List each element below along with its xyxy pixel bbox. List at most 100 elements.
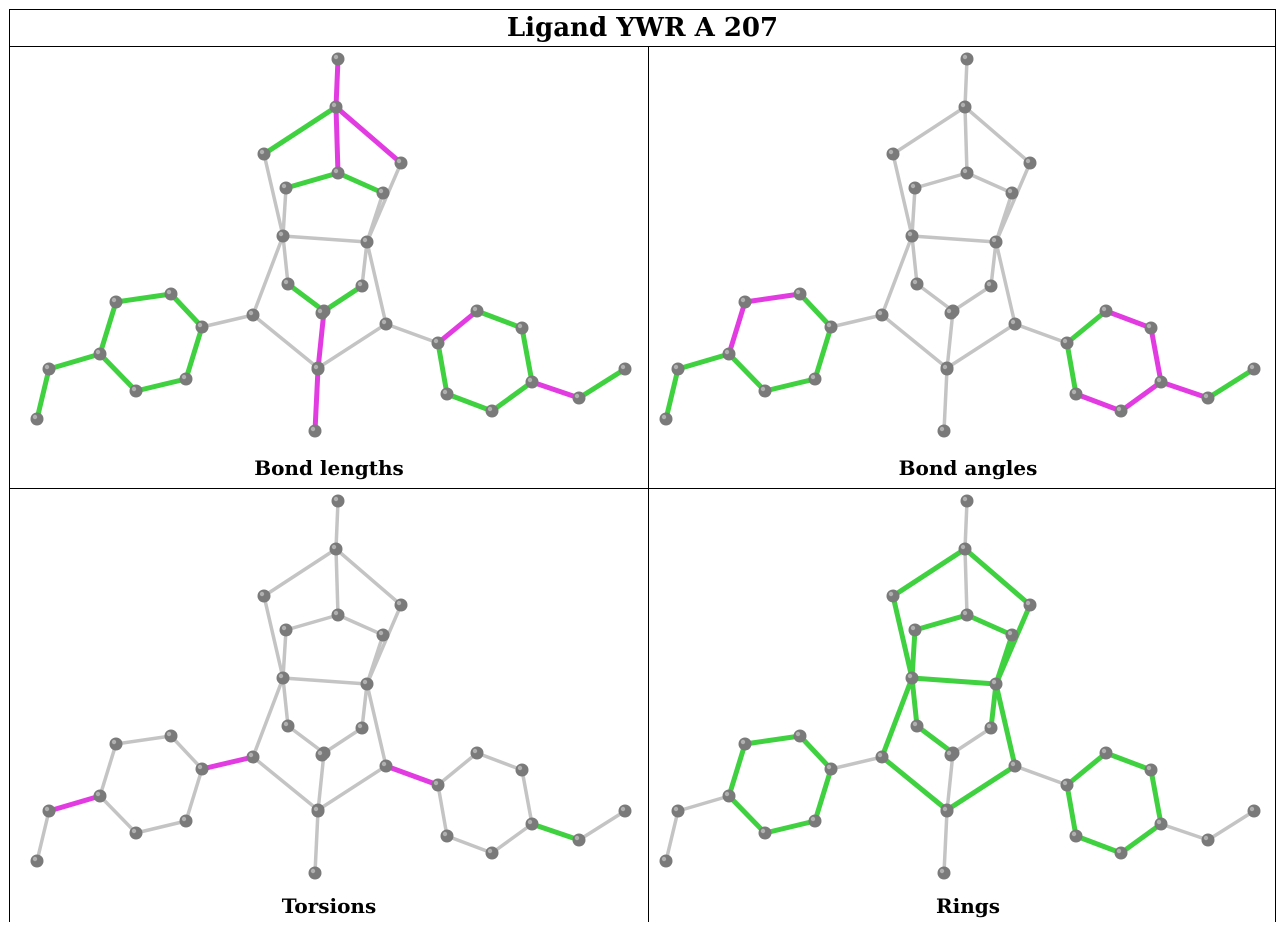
atom-h	[276, 671, 290, 685]
atom-r5	[485, 404, 499, 418]
atom-highlight	[877, 752, 883, 758]
atom-highlight	[1116, 848, 1122, 854]
bond-g-i	[365, 191, 385, 244]
atom-highlight	[991, 679, 997, 685]
bond-l6-l1	[812, 324, 834, 382]
atom-highlight	[810, 816, 816, 822]
atom-highlight	[1025, 158, 1031, 164]
atom-highlight	[527, 819, 533, 825]
atom-highlight	[962, 496, 968, 502]
atom-l2	[164, 729, 178, 743]
atom-highlight	[620, 364, 626, 370]
column-divider	[648, 46, 649, 922]
atom-highlight	[1203, 835, 1209, 841]
bond-i-n	[365, 240, 388, 326]
bond-e-g	[336, 613, 385, 637]
atom-g	[376, 186, 390, 200]
bond-b-c	[262, 547, 338, 598]
atom-highlight	[331, 102, 337, 108]
atom-le2	[30, 412, 44, 426]
atom-highlight	[396, 158, 402, 164]
bond-le1-le2	[35, 809, 51, 863]
atom-c	[886, 589, 900, 603]
atom-highlight	[1062, 780, 1068, 786]
atom-l3	[109, 295, 123, 309]
bond-f-h	[281, 628, 288, 680]
bond-l3-l4	[726, 741, 748, 799]
atom-l1	[195, 320, 209, 334]
atom-re1	[1201, 833, 1215, 847]
atom-l4	[722, 789, 736, 803]
atom-r2	[1099, 304, 1113, 318]
atom-highlight	[826, 764, 832, 770]
atom-f	[908, 181, 922, 195]
atom-highlight	[960, 544, 966, 550]
atom-highlight	[278, 231, 284, 237]
atom-highlight	[362, 679, 368, 685]
bond-g-i	[994, 191, 1014, 244]
atom-highlight	[333, 168, 339, 174]
atom-highlight	[381, 761, 387, 767]
atom-highlight	[1146, 323, 1152, 329]
bond-l3-l4	[98, 742, 118, 798]
atom-highlight	[472, 306, 478, 312]
atom-e	[960, 608, 974, 622]
atom-highlight	[962, 168, 968, 174]
atom-highlight	[166, 731, 172, 737]
bond-m-b	[334, 499, 340, 551]
atom-l6	[179, 372, 193, 386]
bond-re1-re2	[1205, 366, 1257, 401]
bond-k-p	[880, 313, 949, 370]
atom-b	[958, 100, 972, 114]
atom-r1	[1060, 778, 1074, 792]
atom-m	[331, 494, 345, 508]
bond-m-b	[963, 57, 969, 109]
atom-highlight	[810, 374, 816, 380]
bond-b-e	[334, 547, 340, 617]
bond-q-i	[360, 240, 369, 288]
atom-highlight	[248, 310, 254, 316]
bond-r2-r3	[474, 308, 525, 331]
atom-s	[311, 804, 325, 818]
atom-highlight	[912, 279, 918, 285]
atom-m	[960, 52, 974, 66]
atom-highlight	[1010, 319, 1016, 325]
molecule-torsions	[30, 494, 632, 880]
title-divider	[9, 46, 1276, 47]
atom-highlight	[313, 364, 319, 370]
atom-highlight	[181, 816, 187, 822]
bond-s-t	[942, 809, 949, 875]
bond-h-k	[880, 234, 914, 317]
bond-k-l1	[199, 754, 256, 772]
atom-i	[989, 677, 1003, 691]
bond-b-e	[333, 104, 341, 176]
bond-r6-r1	[436, 783, 449, 838]
bond-n-r1	[1013, 322, 1069, 345]
bond-q-i	[989, 240, 998, 288]
bond-j-o	[285, 281, 327, 314]
atom-k	[875, 308, 889, 322]
bond-r4-r5	[489, 379, 535, 414]
atom-highlight	[1116, 406, 1122, 412]
atom-j	[910, 719, 924, 733]
bond-l4-l5	[97, 351, 139, 394]
atom-i	[360, 235, 374, 249]
bond-e-g	[335, 170, 386, 196]
bond-n-p	[945, 322, 1017, 370]
atom-j	[281, 719, 295, 733]
bond-h-i	[281, 676, 369, 686]
bond-r1-r2	[1064, 308, 1109, 346]
atom-l5	[758, 384, 772, 398]
bond-r4-r5	[490, 822, 534, 855]
bond-r3-r4	[1148, 767, 1164, 827]
bond-h-k	[251, 234, 285, 317]
atom-highlight	[1249, 806, 1255, 812]
atom-m	[331, 52, 345, 66]
atom-highlight	[197, 764, 203, 770]
bond-l2-l3	[742, 733, 803, 747]
atom-r5	[485, 846, 499, 860]
atom-l4	[93, 347, 107, 361]
figure-title: Ligand YWR A 207	[506, 13, 779, 43]
atom-highlight	[574, 393, 580, 399]
